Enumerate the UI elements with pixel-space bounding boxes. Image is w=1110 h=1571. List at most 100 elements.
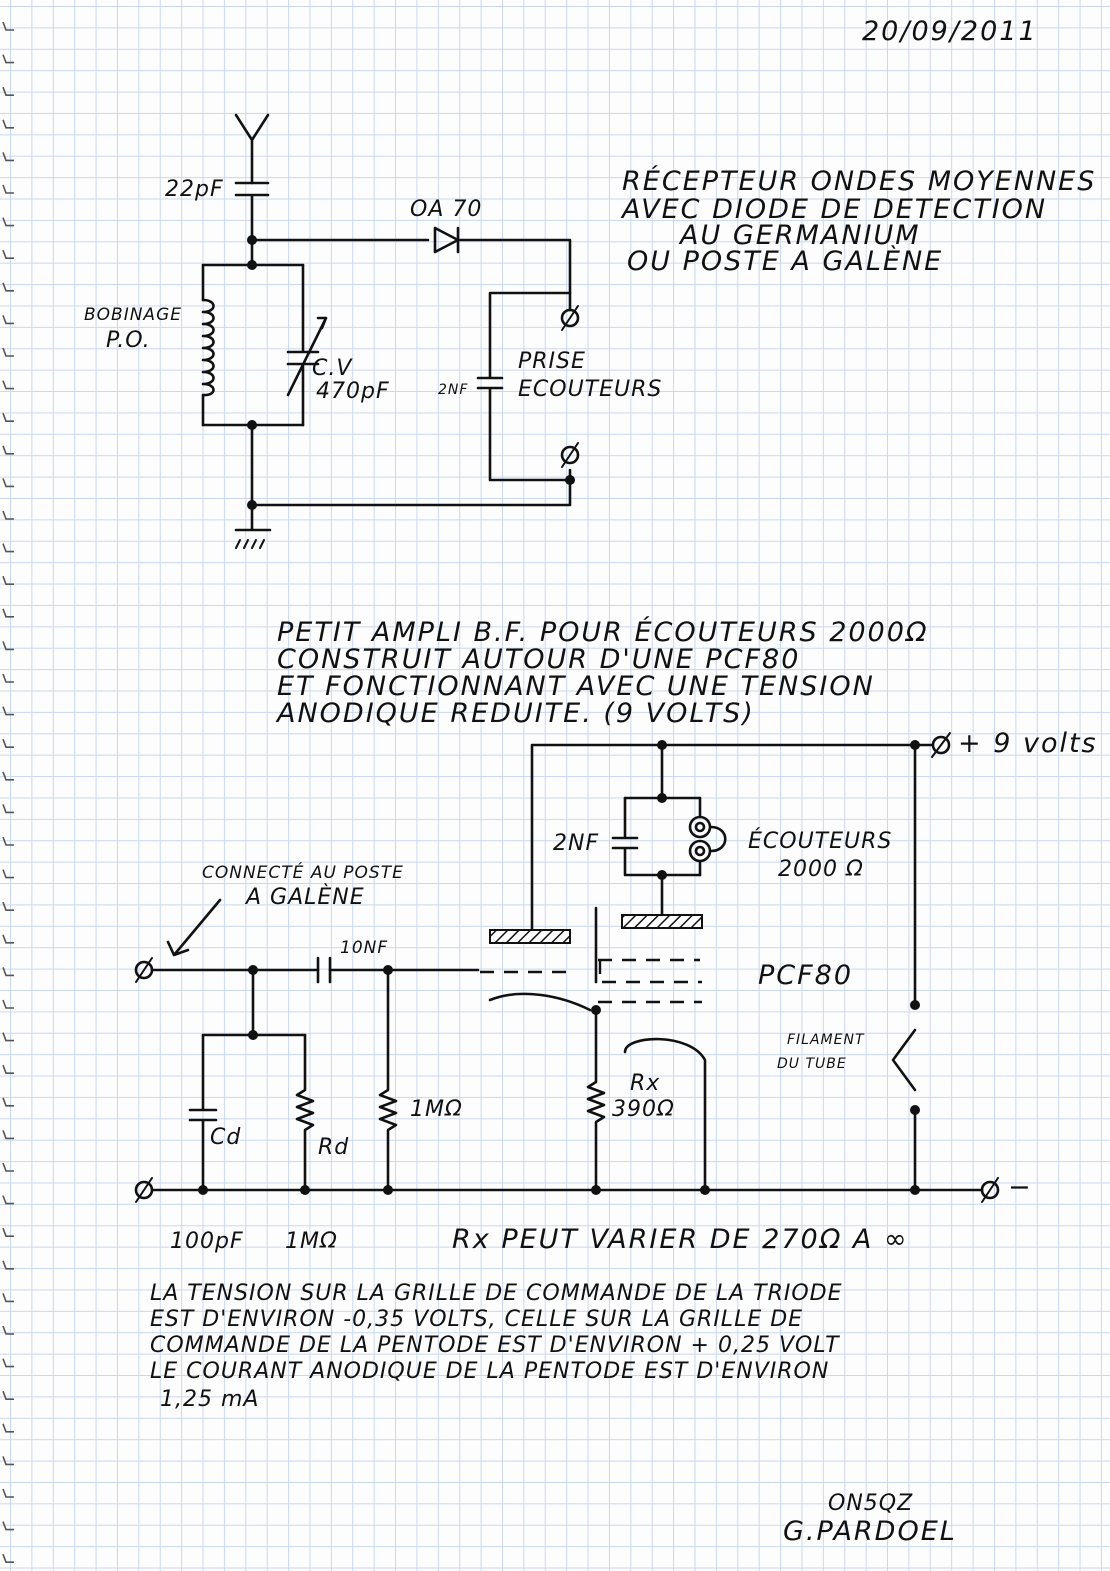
spiral-binding-hole	[2, 1032, 14, 1042]
label-cd: Cd	[210, 1125, 241, 1150]
spiral-binding-hole	[2, 738, 14, 748]
label-100pf: 100pF	[170, 1229, 244, 1254]
pentode-anode	[621, 914, 703, 929]
capacitor-10nf	[316, 956, 332, 984]
spiral-binding-hole	[2, 1260, 14, 1270]
label-galene: A GALÈNE	[244, 884, 365, 910]
spiral-binding-hole	[2, 1064, 14, 1074]
spiral-binding-hole	[2, 54, 14, 64]
spiral-binding-hole	[2, 1521, 14, 1531]
triode-anode	[489, 929, 571, 944]
signature-callsign: ON5QZ	[828, 1491, 913, 1516]
label-po: P.O.	[106, 328, 151, 353]
capacitor-cd	[188, 1033, 218, 1192]
amplifier-schematic	[134, 732, 1000, 1203]
spiral-binding-hole	[2, 86, 14, 96]
coil-bobinage	[201, 298, 215, 397]
tank-bottom-wire	[201, 423, 572, 507]
spiral-binding-hole	[2, 1097, 14, 1107]
label-2nf-receiver: 2NF	[438, 382, 468, 398]
spiral-binding-hole	[2, 1456, 14, 1466]
label-470pf: 470pF	[316, 379, 390, 404]
label-2nf-amp: 2NF	[553, 831, 599, 856]
variable-capacitor	[286, 263, 328, 427]
amp-title-4: ANODIQUE REDUITE. (9 VOLTS)	[275, 698, 755, 729]
spiral-binding-hole	[2, 217, 14, 227]
filament-symbol	[891, 743, 917, 1192]
spiral-binding-hole	[2, 901, 14, 911]
spiral-binding-hole	[2, 1358, 14, 1368]
spiral-binding-hole	[2, 445, 14, 455]
label-oa70: OA 70	[410, 197, 482, 222]
capacitor-22pf	[234, 181, 270, 242]
label-filament: FILAMENT	[787, 1032, 865, 1048]
spiral-binding-hole	[2, 999, 14, 1009]
jack-terminal-top	[560, 308, 580, 328]
amp-title-1: PETIT AMPLI B.F. POUR ÉCOUTEURS 2000Ω	[277, 616, 929, 648]
headphone-earpiece-2	[688, 839, 712, 863]
spiral-binding-hole	[2, 543, 14, 553]
resistor-rd	[295, 1033, 315, 1192]
note-line-1: LA TENSION SUR LA GRILLE DE COMMANDE DE …	[150, 1281, 843, 1306]
date-label: 20/09/2011	[862, 16, 1038, 47]
spiral-binding-hole	[2, 575, 14, 585]
note-line-5: 1,25 mA	[160, 1387, 259, 1412]
grid-lines	[480, 960, 702, 984]
receiver-title-2: AVEC DIODE DE DETECTION	[620, 194, 1047, 225]
note-line-4: LE COURANT ANODIQUE DE LA PENTODE EST D'…	[150, 1359, 829, 1384]
label-plus-9v: + 9 volts	[958, 728, 1098, 759]
headphone-cap-2nf	[611, 796, 702, 877]
triode-cathode	[488, 992, 592, 1012]
headphone-capacitor-loop	[476, 291, 572, 482]
spiral-binding-hole	[2, 1553, 14, 1563]
spiral-binding-hole	[2, 706, 14, 716]
spiral-binding-hole	[2, 1423, 14, 1433]
spiral-binding-hole	[2, 282, 14, 292]
amp-title-2: CONSTRUIT AUTOUR D'UNE PCF80	[277, 644, 800, 675]
label-2000-ohm: 2000 Ω	[778, 857, 864, 882]
spiral-binding-hole	[2, 21, 14, 31]
receiver-title-1: RÉCEPTEUR ONDES MOYENNES	[622, 165, 1096, 197]
spiral-binding-hole	[2, 510, 14, 520]
spiral-binding-hole	[2, 673, 14, 683]
resistor-rx	[586, 1008, 606, 1192]
headphone-top-wire	[623, 743, 702, 800]
spiral-binding-hole	[2, 1293, 14, 1303]
amp-title-3: ET FONCTIONNANT AVEC UNE TENSION	[277, 671, 875, 702]
spiral-binding-hole	[2, 1390, 14, 1400]
spiral-binding-hole	[2, 1488, 14, 1498]
receiver-title-4: OU POSTE A GALÈNE	[627, 245, 943, 277]
spiral-binding-hole	[2, 1162, 14, 1172]
spiral-binding-hole	[2, 1130, 14, 1140]
note-line-2: EST D'ENVIRON -0,35 VOLTS, CELLE SUR LA …	[150, 1307, 803, 1332]
antenna-symbol	[234, 113, 270, 185]
spiral-binding-hole	[2, 1195, 14, 1205]
receiver-schematic	[201, 113, 580, 549]
plus-rail	[530, 743, 934, 932]
spiral-binding-hole	[2, 608, 14, 618]
spiral-binding-hole	[2, 184, 14, 194]
spiral-binding-hole	[2, 869, 14, 879]
label-ecouteurs-receiver: ECOUTEURS	[518, 377, 662, 402]
resistor-1mohm	[378, 968, 398, 1192]
label-minus: −	[1008, 1172, 1033, 1203]
spiral-binding-hole	[2, 934, 14, 944]
receiver-title-3: AU GERMANIUM	[678, 220, 921, 251]
signature-name: G.PARDOEL	[783, 1516, 957, 1547]
note-line-3: COMMANDE DE LA PENTODE EST D'ENVIRON + 0…	[150, 1333, 840, 1358]
spiral-binding-hole	[2, 152, 14, 162]
label-pcf80: PCF80	[758, 960, 853, 991]
pentode-cathode	[623, 1037, 707, 1192]
label-rx-range: Rx PEUT VARIER DE 270Ω A ∞	[452, 1224, 908, 1255]
spiral-binding-hole	[2, 836, 14, 846]
spiral-binding-hole	[2, 119, 14, 129]
ground-symbol	[235, 539, 265, 549]
spiral-binding-hole	[2, 1325, 14, 1335]
label-1mohm-rd: 1MΩ	[285, 1229, 338, 1254]
input-arrow	[166, 898, 222, 957]
spiral-binding-marks	[2, 21, 14, 1563]
label-ecouteurs-amp: ÉCOUTEURS	[748, 828, 892, 854]
label-rx: Rx	[630, 1071, 660, 1096]
